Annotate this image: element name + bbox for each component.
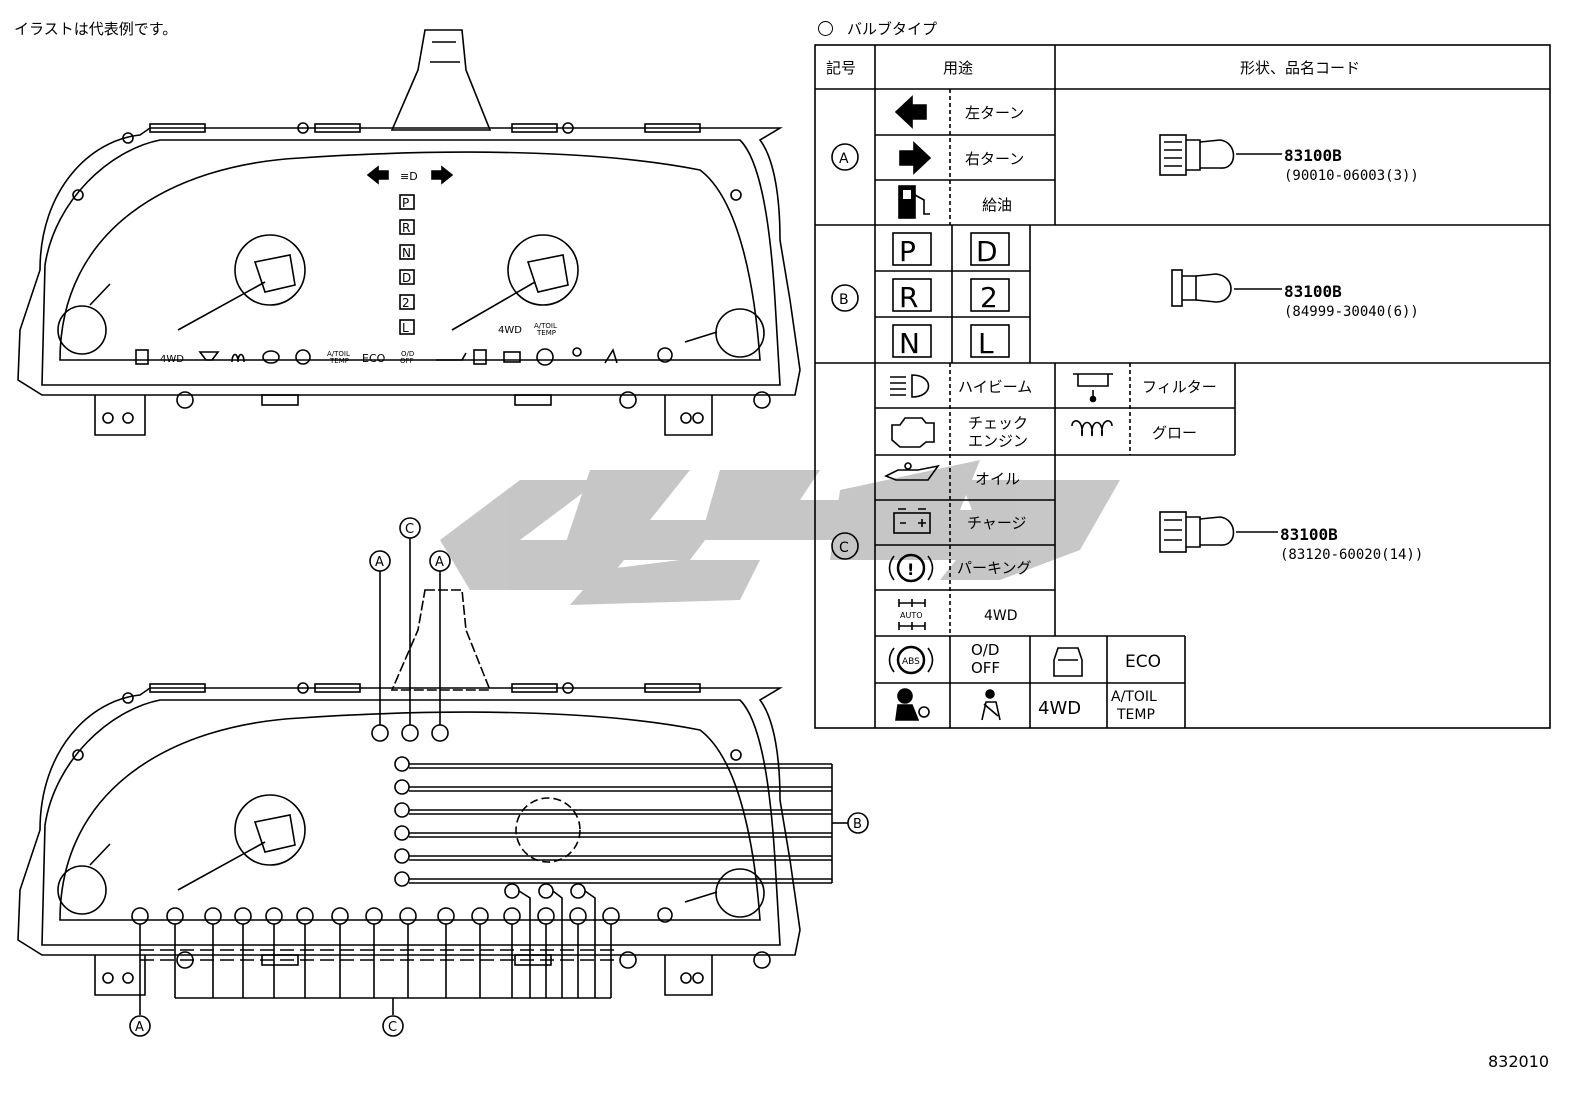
usage-glow: グロー: [1152, 424, 1197, 442]
group-a-mark: A: [839, 151, 849, 167]
letter-n: N: [899, 327, 920, 360]
gear-2: 2: [402, 296, 410, 310]
usage-4wd: 4WD: [984, 608, 1018, 624]
svg-text:!: !: [907, 560, 914, 579]
header-symbol: 記号: [826, 59, 856, 77]
instrument-cluster-top: ≡D P R N D 2 L 4WD A/TOIL TEMP 4WD A/TOI…: [17, 29, 801, 436]
bulb-socket-icon: [1159, 511, 1235, 553]
eco-label: ECO: [1125, 652, 1161, 672]
instrument-cluster-bottom: [17, 589, 801, 996]
letter-r: R: [899, 281, 918, 314]
part-no-b: 83100B: [1284, 282, 1342, 301]
usage-oil: オイル: [975, 470, 1020, 488]
left-arrow-icon: [894, 95, 927, 129]
bulb-socket-icon: [1171, 269, 1232, 307]
usage-check-engine-1: チェック: [968, 414, 1028, 432]
callout-c-bottom: C: [388, 1020, 397, 1035]
svg-text:TEMP: TEMP: [536, 329, 556, 337]
group-c-mark: C: [839, 540, 849, 556]
at-oil-2: TEMP: [1116, 707, 1155, 723]
svg-text:≡D: ≡D: [400, 170, 418, 183]
right-arrow-icon: [899, 141, 932, 175]
part-code-c: (83120-60020(14)): [1280, 547, 1423, 563]
seatbelt-icon: [981, 689, 1001, 721]
header-shape: 形状、品名コード: [1240, 59, 1360, 77]
top-4wd-left: 4WD: [160, 354, 184, 365]
usage-check-engine-2: エンジン: [968, 432, 1028, 450]
parking-brake-icon: !: [888, 553, 934, 583]
4wd-auto-icon: AUTO: [898, 599, 926, 630]
svg-text:A/TOIL: A/TOIL: [327, 350, 350, 358]
fuel-filter-icon: [1073, 373, 1113, 403]
usage-parking: パーキング: [957, 559, 1032, 577]
letter-2: 2: [980, 281, 998, 314]
svg-text:ABS: ABS: [902, 657, 920, 667]
fuel-icon: [898, 185, 930, 219]
gear-l: L: [402, 321, 409, 335]
abs-icon: ABS: [888, 645, 934, 675]
callout-b: B: [853, 817, 862, 832]
callouts-bottom: A C: [129, 883, 620, 1037]
gear-d: D: [402, 271, 411, 285]
svg-text:AUTO: AUTO: [900, 611, 923, 620]
letter-p: P: [899, 235, 916, 268]
callout-a-left: A: [375, 555, 384, 570]
part-code-b: (84999-30040(6)): [1284, 304, 1419, 320]
bottom-4wd: 4WD: [1038, 698, 1081, 719]
bulb-type-legend: バルブタイプ: [818, 18, 937, 39]
high-beam-icon: [890, 374, 930, 398]
group-b-mark: B: [839, 292, 849, 308]
od-off-1: O/D: [971, 641, 999, 659]
usage-left-turn: 左ターン: [965, 104, 1024, 122]
figure-number: 832010: [1488, 1052, 1550, 1071]
bulb-table: 記号 用途 形状、品名コード A 左ターン 右ターン 給油 83100B (90…: [814, 44, 1551, 729]
gear-r: R: [402, 221, 410, 235]
callouts-top: A C A: [369, 517, 451, 742]
usage-fuel: 給油: [982, 196, 1012, 214]
illustration-note: イラストは代表例です。: [14, 20, 178, 38]
legend-circle-icon: [818, 21, 833, 36]
door-icon: [1053, 647, 1083, 677]
at-oil-1: A/TOIL: [1111, 689, 1157, 705]
callout-c-center: C: [405, 522, 414, 537]
glow-plug-icon: [1071, 420, 1113, 437]
top-eco: ECO: [362, 352, 386, 365]
svg-text:A/TOIL: A/TOIL: [534, 322, 557, 330]
bulb-socket-icon: [1159, 134, 1235, 176]
svg-text:OFF: OFF: [400, 357, 414, 365]
part-code-a: (90010-06003(3)): [1284, 168, 1419, 184]
airbag-icon: [895, 688, 930, 721]
usage-charge: チャージ: [967, 514, 1027, 532]
part-no-a: 83100B: [1284, 146, 1342, 165]
svg-text:O/D: O/D: [401, 350, 414, 358]
check-engine-icon: [891, 417, 935, 448]
header-usage: 用途: [943, 59, 973, 77]
gear-n: N: [402, 246, 411, 260]
letter-d: D: [976, 235, 998, 268]
letter-l: L: [978, 327, 994, 360]
callouts-b: B: [394, 756, 869, 887]
usage-right-turn: 右ターン: [965, 150, 1024, 168]
od-off-2: OFF: [971, 659, 1000, 677]
legend-label: バルブタイプ: [847, 20, 938, 38]
top-4wd-right: 4WD: [498, 325, 522, 336]
callout-a-bottom: A: [135, 1020, 144, 1035]
battery-icon: [893, 508, 931, 534]
part-no-c: 83100B: [1280, 525, 1338, 544]
svg-text:TEMP: TEMP: [329, 357, 349, 365]
gear-p: P: [402, 196, 409, 210]
oil-can-icon: [884, 462, 940, 481]
usage-high-beam: ハイビーム: [958, 378, 1032, 396]
usage-filter: フィルター: [1142, 378, 1217, 396]
callout-a-right: A: [435, 555, 444, 570]
